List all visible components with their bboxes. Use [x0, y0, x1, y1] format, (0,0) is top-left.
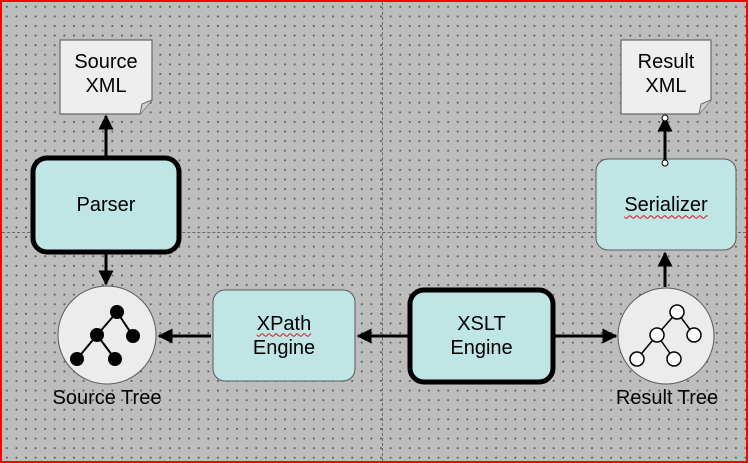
result-xml-label: Result XML	[637, 51, 695, 97]
xslt-engine-label: XSLT Engine	[450, 313, 513, 359]
parser-label: Parser	[76, 194, 136, 216]
xpath-engine-label-line1: XPath	[256, 312, 312, 335]
connector-handle	[661, 159, 669, 167]
serializer-label-text: Serializer	[624, 193, 708, 216]
source-xml-document[interactable]	[59, 39, 153, 115]
connector-handle	[661, 114, 669, 122]
source-tree-icon[interactable]	[57, 285, 157, 385]
parser-box[interactable]	[30, 155, 182, 255]
xpath-engine-label-line2: Engine	[252, 336, 316, 359]
xslt-engine-box[interactable]	[407, 287, 556, 385]
result-tree-icon[interactable]	[617, 287, 715, 385]
result-tree-label: Result Tree	[615, 387, 719, 409]
source-xml-label: Source XML	[74, 51, 138, 97]
serializer-label: Serializer	[596, 159, 736, 250]
result-xml-document[interactable]	[620, 39, 712, 115]
xpath-engine-label: XPath Engine	[213, 290, 355, 381]
horizontal-guide-line	[2, 232, 746, 233]
source-tree-label: Source Tree	[52, 387, 162, 409]
vertical-guide-line	[382, 2, 383, 461]
xpath-engine-box[interactable]	[212, 289, 356, 382]
